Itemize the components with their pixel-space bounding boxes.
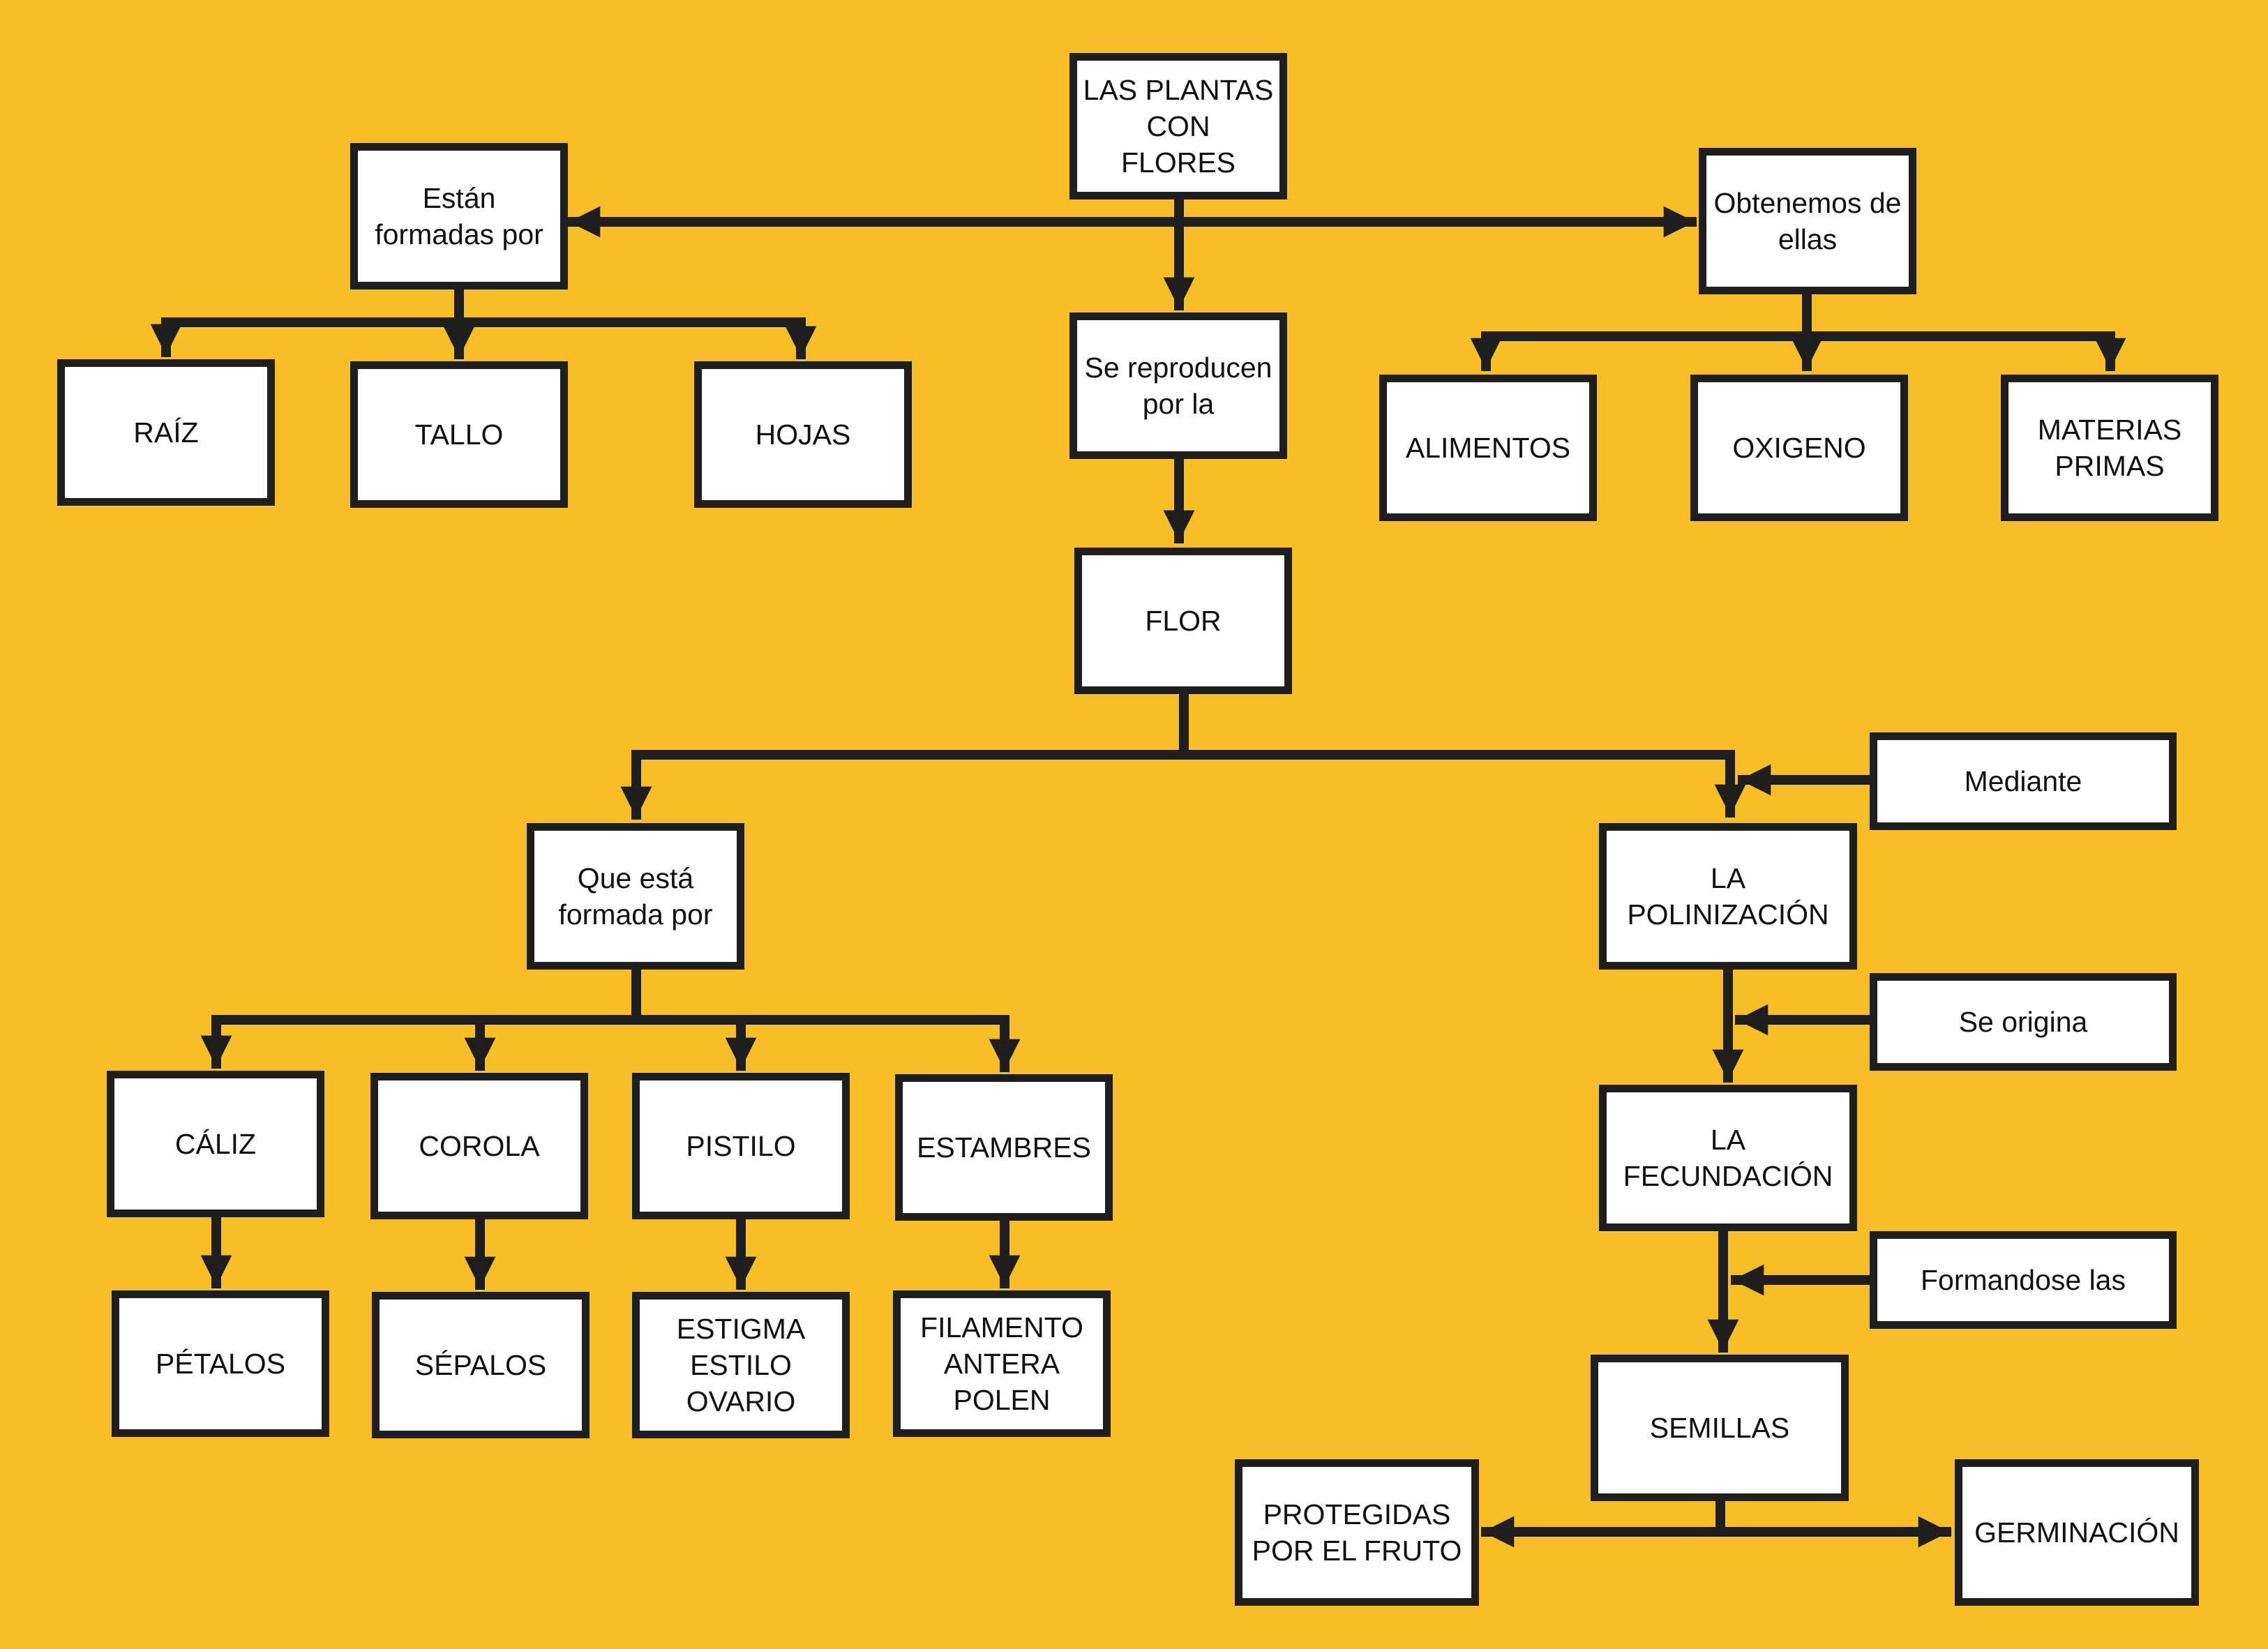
connector-formada-bar: [211, 961, 1009, 1025]
node-formandose: Formandose las: [1870, 1231, 2177, 1329]
node-reproducen: Se reproducen por la: [1069, 313, 1287, 459]
connector-obtenemos-bar: [1481, 288, 2115, 341]
node-formada: Que está formada por: [527, 823, 744, 970]
node-protegidas: PROTEGIDAS POR EL FRUTO: [1235, 1459, 1479, 1606]
node-estigma: ESTIGMA ESTILO OVARIO: [632, 1292, 850, 1438]
node-obtenemos: Obtenemos de ellas: [1699, 148, 1916, 294]
node-mediante: Mediante: [1870, 732, 2177, 830]
node-pistilo: PISTILO: [632, 1073, 850, 1219]
node-germinacion: GERMINACIÓN: [1955, 1459, 2199, 1606]
node-raiz: RAÍZ: [57, 359, 275, 506]
connector-estan-bar: [161, 285, 806, 327]
node-filamento: FILAMENTO ANTERA POLEN: [893, 1290, 1111, 1437]
node-alimentos: ALIMENTOS: [1379, 375, 1597, 521]
node-tallo: TALLO: [350, 361, 568, 508]
node-petalos: PÉTALOS: [112, 1290, 329, 1437]
node-semillas: SEMILLAS: [1591, 1355, 1849, 1501]
node-polinizacion: LA POLINIZACIÓN: [1599, 823, 1857, 970]
node-oxigeno: OXIGENO: [1690, 375, 1908, 521]
node-estambres: ESTAMBRES: [895, 1074, 1113, 1221]
node-fecundacion: LA FECUNDACIÓN: [1599, 1085, 1857, 1231]
node-seorigina: Se origina: [1870, 973, 2177, 1071]
node-caliz: CÁLIZ: [107, 1071, 324, 1217]
node-materias: MATERIAS PRIMAS: [2001, 375, 2218, 521]
connector-flor-bar: [631, 689, 1735, 760]
node-hojas: HOJAS: [694, 361, 912, 508]
node-root: LAS PLANTAS CON FLORES: [1069, 53, 1287, 199]
node-estan: Están formadas por: [350, 143, 568, 289]
node-sepalos: SÉPALOS: [372, 1292, 589, 1438]
node-flor: FLOR: [1074, 548, 1292, 694]
node-corola: COROLA: [370, 1073, 588, 1219]
